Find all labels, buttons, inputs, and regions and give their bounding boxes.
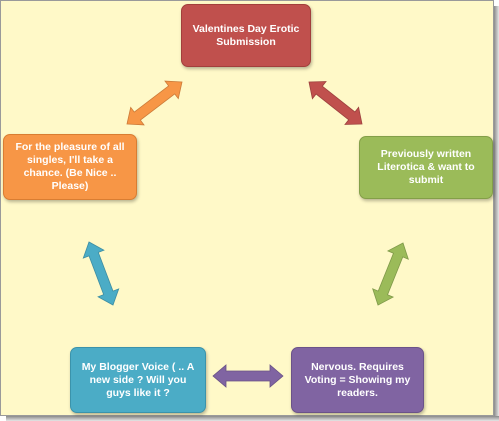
double-arrow-shape — [82, 241, 120, 306]
double-arrow-shape — [372, 242, 409, 306]
arrow-bottom-right-to-bottom-left — [212, 364, 284, 388]
node-label: Nervous. Requires Voting = Showing my re… — [304, 360, 411, 399]
arrow-bottom-left-to-left — [82, 241, 120, 306]
node-pleasure-singles: For the pleasure of all singles, I'll ta… — [3, 134, 137, 200]
node-label: Previously written Literotica & want to … — [377, 148, 475, 186]
node-label: Valentines Day Erotic Submission — [192, 22, 300, 48]
node-nervous-voting: Nervous. Requires Voting = Showing my re… — [291, 347, 424, 413]
node-valentines-submission: Valentines Day Erotic Submission — [181, 4, 311, 67]
frame-shadow-right — [494, 6, 499, 421]
double-arrow-shape — [212, 364, 284, 388]
double-arrow-shape — [308, 81, 363, 125]
double-arrow-shape — [126, 80, 183, 126]
node-previously-written: Previously written Literotica & want to … — [359, 136, 493, 199]
node-label: My Blogger Voice ( .. A new side ? Will … — [81, 360, 195, 399]
node-blogger-voice: My Blogger Voice ( .. A new side ? Will … — [70, 347, 206, 413]
node-label: For the pleasure of all singles, I'll ta… — [15, 141, 125, 192]
arrow-right-to-bottom-right — [372, 242, 409, 306]
diagram-canvas — [0, 0, 494, 416]
arrow-top-to-right — [308, 81, 363, 125]
arrow-left-to-top — [126, 80, 183, 126]
frame-shadow-bottom — [6, 416, 499, 421]
